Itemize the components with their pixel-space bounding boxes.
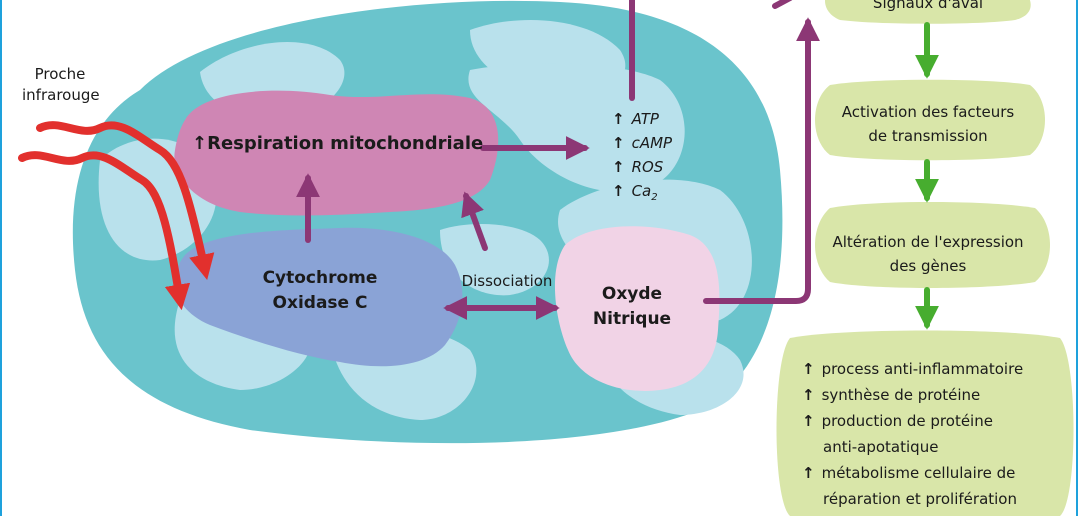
up-arrow-icon: ↑ bbox=[612, 158, 625, 176]
respiration-label: ↑Respiration mitochondriale bbox=[192, 133, 484, 154]
input-label: Proche infrarouge bbox=[22, 64, 100, 106]
results-list: ↑process anti-inflammatoire ↑synthèse de… bbox=[802, 356, 1023, 512]
nitric-oxide-blob bbox=[554, 226, 720, 391]
cytochrome-blob bbox=[174, 227, 463, 367]
purple-arrows bbox=[296, 0, 820, 320]
frame-right bbox=[1076, 0, 1078, 516]
up-arrow-icon: ↑ bbox=[612, 182, 625, 200]
up-arrow-icon: ↑ bbox=[802, 412, 815, 430]
respiration-blob bbox=[174, 90, 499, 216]
cascade-step-activation-line1: Activation des facteurs bbox=[841, 103, 1015, 121]
nitric-oxide-label: Oxyde Nitrique bbox=[572, 282, 692, 332]
molecule-calcium: ↑Ca2 bbox=[612, 182, 658, 203]
up-arrow-icon: ↑ bbox=[802, 464, 815, 482]
result-anti-inflammatory: ↑process anti-inflammatoire bbox=[802, 360, 1024, 378]
up-arrow-icon: ↑ bbox=[192, 133, 208, 154]
up-arrow-icon: ↑ bbox=[802, 360, 815, 378]
dissociation-label: Dissociation bbox=[461, 272, 553, 290]
cascade-step-activation-line2: de transmission bbox=[868, 127, 988, 145]
molecule-atp: ↑ATP bbox=[612, 110, 659, 128]
up-arrow-icon: ↑ bbox=[612, 110, 625, 128]
cascade-boxes bbox=[776, 0, 1074, 516]
cascade-step-signals: Signaux d'aval bbox=[828, 0, 1028, 14]
cytochrome-line2: Oxidase C bbox=[272, 293, 368, 313]
up-arrow-icon: ↑ bbox=[612, 134, 625, 152]
up-arrow-icon: ↑ bbox=[802, 386, 815, 404]
result-protein-synthesis: ↑synthèse de protéine bbox=[802, 386, 981, 404]
molecule-camp: ↑cAMP bbox=[612, 134, 673, 152]
respiration-text: Respiration mitochondriale bbox=[207, 133, 484, 154]
infrared-waves bbox=[18, 121, 215, 311]
cytochrome-line1: Cytochrome bbox=[262, 268, 378, 288]
nitric-oxide-line1: Oxyde bbox=[601, 284, 663, 304]
input-label-line1: Proche bbox=[34, 65, 86, 83]
cytochrome-label: Cytochrome Oxidase C bbox=[240, 266, 400, 316]
nitric-oxide-line2: Nitrique bbox=[592, 309, 672, 329]
cascade-step-expression: Altération de l'expression des gènes bbox=[818, 230, 1038, 278]
cascade-step-expression-line1: Altération de l'expression bbox=[832, 233, 1024, 251]
input-label-line2: infrarouge bbox=[22, 86, 100, 104]
cascade-step-activation: Activation des facteurs de transmission bbox=[818, 100, 1038, 148]
molecule-ros: ↑ROS bbox=[612, 158, 664, 176]
cascade-step-signals-line1: Signaux d'aval bbox=[872, 0, 984, 12]
cascade-step-expression-line2: des gènes bbox=[889, 257, 967, 275]
frame-left bbox=[0, 0, 2, 516]
